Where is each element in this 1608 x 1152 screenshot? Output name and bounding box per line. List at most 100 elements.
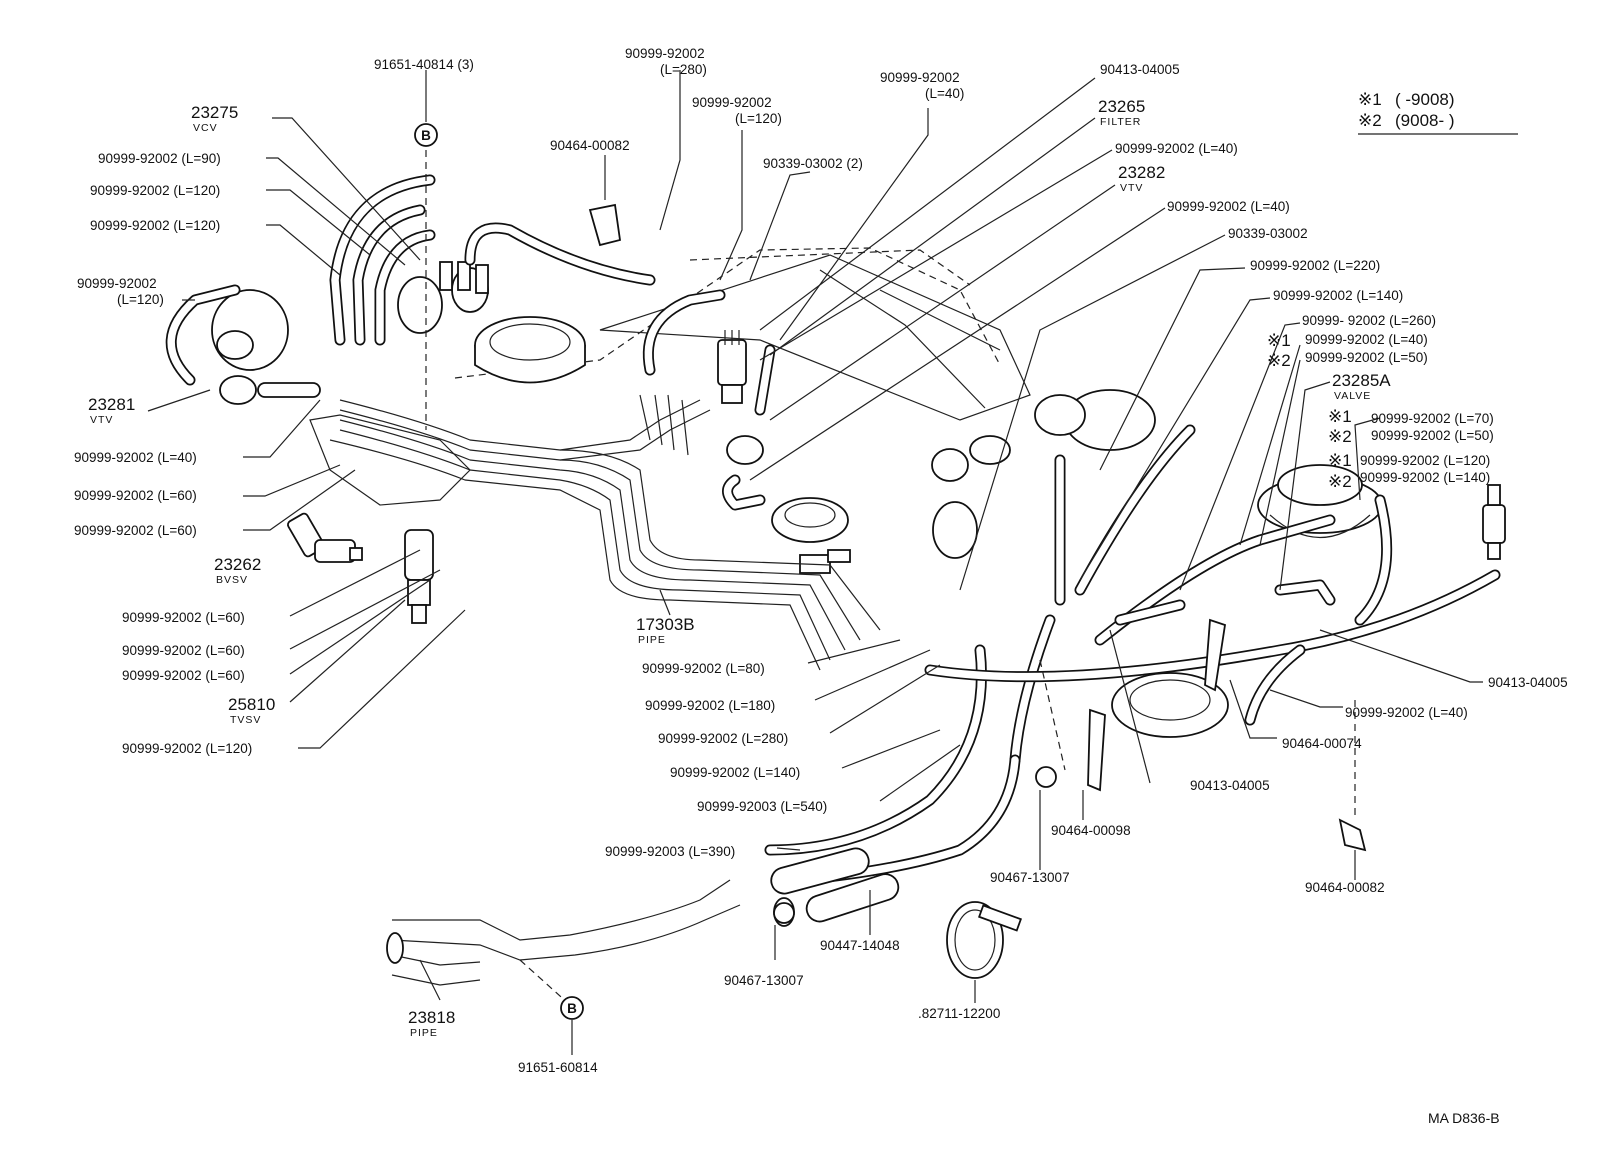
part-labels: 91651-40814 (3) 23275 VCV 90999-92002 (L… [74, 46, 1568, 1075]
label-l90: 90999-92002 (L=90) [98, 151, 221, 166]
label-l140-mid: 90999-92002 (L=140) [670, 765, 800, 780]
mark-s1-a: ※1 [1267, 331, 1291, 350]
label-23285a: 23285A [1332, 371, 1391, 390]
label-l260: 90999- 92002 (L=260) [1302, 313, 1436, 328]
vtv-23281-part [211, 289, 321, 405]
legend-text-2: (9008- ) [1395, 111, 1455, 130]
label-l120c-top: 90999-92002 [77, 276, 157, 291]
pipe-bundle-17303b [329, 394, 881, 671]
mark-s2-b: ※2 [1328, 427, 1352, 446]
label-l60e: 90999-92002 (L=60) [122, 668, 245, 683]
label-25810: 25810 [228, 695, 275, 714]
label-l60a: 90999-92002 (L=60) [74, 488, 197, 503]
vtv-23282-part [722, 435, 766, 511]
label-25810-sub: TVSV [230, 714, 261, 726]
lower-pipe-23818 [386, 879, 741, 986]
label-l60b: 90999-92002 (L=60) [74, 523, 197, 538]
label-s1-l120: 90999-92002 (L=120) [1360, 453, 1490, 468]
label-l120c-bot: (L=120) [117, 292, 164, 307]
label-l40-rb: 90999-92002 (L=40) [1345, 705, 1468, 720]
clips [588, 203, 1367, 852]
label-23282-sub: VTV [1120, 182, 1143, 194]
label-90467-13007-b: 90467-13007 [724, 973, 804, 988]
right-diaphragm-cluster [931, 389, 1156, 559]
label-l40-r1: 90999-92002 (L=40) [1115, 141, 1238, 156]
label-90447-14048: 90447-14048 [820, 938, 900, 953]
label-l60c: 90999-92002 (L=60) [122, 610, 245, 625]
label-17303b-sub: PIPE [638, 634, 666, 646]
label-23275: 23275 [191, 103, 238, 122]
label-23265: 23265 [1098, 97, 1145, 116]
label-90339-2: 90339-03002 (2) [763, 156, 863, 171]
mark-s2-a: ※2 [1267, 351, 1291, 370]
label-l40-left: 90999-92002 (L=40) [74, 450, 197, 465]
lower-canister [1111, 672, 1229, 738]
label-l220: 90999-92002 (L=220) [1250, 258, 1380, 273]
leader-lines [147, 70, 1483, 1055]
label-s2-l50: 90999-92002 (L=50) [1305, 350, 1428, 365]
bolt-marker-top: B [414, 123, 438, 147]
label-90467-13007-a: 90467-13007 [990, 870, 1070, 885]
legend-text-1: ( -9008) [1395, 90, 1455, 109]
diaphragm-middle [771, 497, 851, 574]
label-l120b: 90999-92002 (L=120) [90, 218, 220, 233]
right-sensor [1482, 484, 1506, 560]
svg-text:B: B [567, 1001, 577, 1016]
label-l540: 90999-92003 (L=540) [697, 799, 827, 814]
label-82711-12200: .82711-12200 [918, 1006, 1000, 1021]
label-l390: 90999-92003 (L=390) [605, 844, 735, 859]
label-s1-l70: 90999-92002 (L=70) [1371, 411, 1494, 426]
label-90413-rb: 90413-04005 [1488, 675, 1568, 690]
label-90339-03002: 90339-03002 [1228, 226, 1308, 241]
label-91651-40814: 91651-40814 (3) [374, 57, 474, 72]
vcv-valve-body [397, 261, 489, 334]
legend-mark-2: ※2 [1358, 111, 1382, 130]
label-l120a: 90999-92002 (L=120) [90, 183, 220, 198]
label-23275-sub: VCV [193, 122, 218, 134]
label-90413-top: 90413-04005 [1100, 62, 1180, 77]
legend: ※1 ( -9008) ※2 (9008- ) [1358, 90, 1518, 135]
label-23262-sub: BVSV [216, 574, 248, 586]
label-l280-top: 90999-92002 [625, 46, 705, 61]
label-s2-l140: 90999-92002 (L=140) [1360, 470, 1490, 485]
label-l40-top-a: 90999-92002 [880, 70, 960, 85]
label-23281: 23281 [88, 395, 135, 414]
tvsv-25810-part [404, 529, 434, 624]
label-l140-r: 90999-92002 (L=140) [1273, 288, 1403, 303]
label-17303b: 17303B [636, 615, 695, 634]
label-23282: 23282 [1118, 163, 1165, 182]
dashed-connectors [425, 150, 1356, 1006]
label-l40-r2: 90999-92002 (L=40) [1167, 199, 1290, 214]
label-90464-00082-b: 90464-00082 [1305, 880, 1385, 895]
label-90464-00082-top: 90464-00082 [550, 138, 630, 153]
label-91651-60814: 91651-60814 [518, 1060, 598, 1075]
label-23262: 23262 [214, 555, 261, 574]
label-23818-sub: PIPE [410, 1027, 438, 1039]
label-90464-00098: 90464-00098 [1051, 823, 1131, 838]
mark-s2-c: ※2 [1328, 472, 1352, 491]
svg-text:B: B [421, 128, 431, 143]
hoses [165, 174, 1501, 886]
label-23818: 23818 [408, 1008, 455, 1027]
bolt-marker-bottom: B [560, 996, 584, 1020]
label-23281-sub: VTV [90, 414, 113, 426]
legend-mark-1: ※1 [1358, 90, 1382, 109]
label-l80: 90999-92002 (L=80) [642, 661, 765, 676]
oil-filler-cap [474, 316, 586, 384]
label-l40-top-b: (L=40) [925, 86, 964, 101]
filter-23265-part [717, 330, 747, 404]
label-l180: 90999-92002 (L=180) [645, 698, 775, 713]
label-l120-mid-bot: (L=120) [735, 111, 782, 126]
label-90413-mid: 90413-04005 [1190, 778, 1270, 793]
label-23285a-sub: VALVE [1334, 390, 1371, 402]
label-l60d: 90999-92002 (L=60) [122, 643, 245, 658]
mark-s1-c: ※1 [1328, 451, 1352, 470]
label-l280-bot: (L=280) [660, 62, 707, 77]
label-s2-l50b: 90999-92002 (L=50) [1371, 428, 1494, 443]
mark-s1-b: ※1 [1328, 407, 1352, 426]
bvsv-23262-part [287, 512, 363, 563]
label-l120-mid-top: 90999-92002 [692, 95, 772, 110]
clamps [773, 766, 1057, 979]
label-s1-l40: 90999-92002 (L=40) [1305, 332, 1428, 347]
